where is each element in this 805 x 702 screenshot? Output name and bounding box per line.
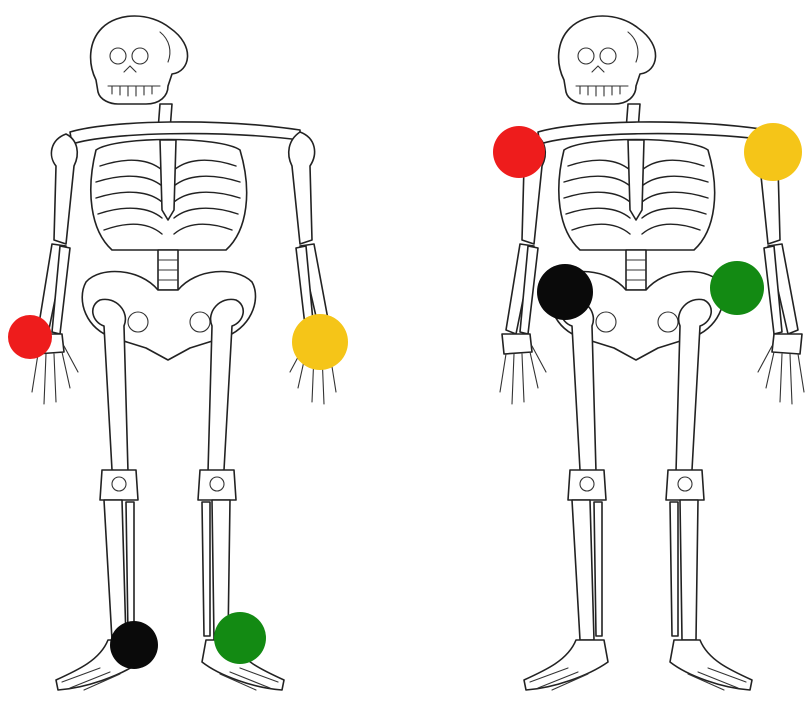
marker-yellow-left-shoulder [744,123,802,181]
marker-black-right-ankle [110,621,158,669]
skeleton-right-drawing [468,0,805,702]
skeleton-outline [500,16,804,690]
skeleton-left [0,0,402,702]
marker-yellow-left-wrist [292,314,348,370]
marker-green-left-ankle [214,612,266,664]
skeleton-outline [32,16,336,690]
skeleton-right [468,0,805,702]
skeleton-left-drawing [0,0,402,702]
marker-red-right-wrist [8,315,52,359]
marker-red-right-shoulder [493,126,545,178]
marker-black-right-hip [537,264,593,320]
marker-green-left-hip [710,261,764,315]
